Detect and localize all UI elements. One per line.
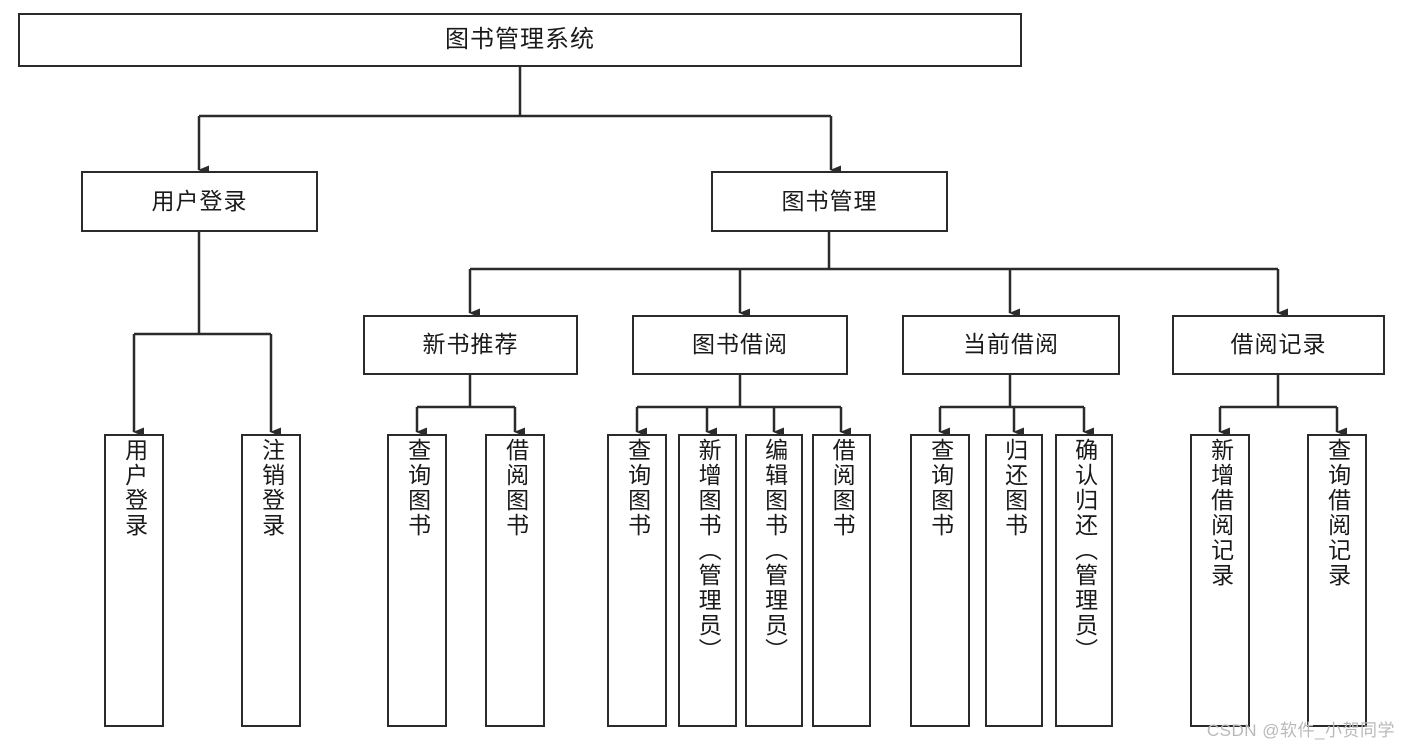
- node-current-borrowing[interactable]: 当前借阅: [902, 315, 1120, 375]
- node-user-login-label: 用户登录: [151, 187, 248, 214]
- leaf-borrow-book-newbook-label: 借阅图书: [502, 438, 529, 538]
- leaf-add-book-admin-label: 新增图书（管理员）: [695, 438, 722, 663]
- leaf-query-book-borrowing-label: 查询图书: [624, 438, 651, 538]
- leaf-add-book-admin[interactable]: 新增图书（管理员）: [678, 434, 737, 727]
- leaf-borrow-book-borrowing-label: 借阅图书: [829, 438, 856, 538]
- leaf-query-borrow-record[interactable]: 查询借阅记录: [1307, 434, 1367, 727]
- leaf-edit-book-admin-label: 编辑图书（管理员）: [761, 438, 788, 663]
- leaf-query-book-borrowing[interactable]: 查询图书: [607, 434, 667, 727]
- leaf-user-login[interactable]: 用户登录: [104, 434, 164, 727]
- node-new-book-recommendation-label: 新书推荐: [422, 331, 519, 358]
- node-root-label: 图书管理系统: [445, 25, 595, 53]
- leaf-user-login-label: 用户登录: [121, 438, 148, 538]
- leaf-return-book-label: 归还图书: [1001, 438, 1028, 538]
- leaf-add-borrow-record[interactable]: 新增借阅记录: [1190, 434, 1250, 727]
- csdn-watermark: CSDN @软件_小贺同学: [1206, 721, 1395, 740]
- node-borrowing-record[interactable]: 借阅记录: [1172, 315, 1385, 375]
- leaf-return-book[interactable]: 归还图书: [985, 434, 1043, 727]
- leaf-query-book-current[interactable]: 查询图书: [910, 434, 970, 727]
- node-book-borrowing-label: 图书借阅: [692, 331, 788, 358]
- node-borrowing-record-label: 借阅记录: [1230, 331, 1327, 358]
- node-book-borrowing[interactable]: 图书借阅: [632, 315, 848, 375]
- leaf-query-borrow-record-label: 查询借阅记录: [1324, 438, 1351, 588]
- node-new-book-recommendation[interactable]: 新书推荐: [363, 315, 578, 375]
- node-current-borrowing-label: 当前借阅: [963, 331, 1059, 358]
- node-root-book-management-system[interactable]: 图书管理系统: [18, 13, 1022, 67]
- leaf-edit-book-admin[interactable]: 编辑图书（管理员）: [745, 434, 803, 727]
- leaf-confirm-return-admin-label: 确认归还（管理员）: [1071, 438, 1098, 663]
- leaf-confirm-return-admin[interactable]: 确认归还（管理员）: [1055, 434, 1113, 727]
- leaf-query-book-newbook[interactable]: 查询图书: [387, 434, 447, 727]
- leaf-logout-label: 注销登录: [258, 438, 285, 538]
- node-user-login[interactable]: 用户登录: [81, 171, 318, 232]
- leaf-query-book-newbook-label: 查询图书: [404, 438, 431, 538]
- leaf-borrow-book-newbook[interactable]: 借阅图书: [485, 434, 545, 727]
- leaf-add-borrow-record-label: 新增借阅记录: [1207, 438, 1234, 588]
- node-book-management[interactable]: 图书管理: [711, 171, 948, 232]
- leaf-borrow-book-borrowing[interactable]: 借阅图书: [812, 434, 871, 727]
- node-book-management-label: 图书管理: [781, 187, 878, 214]
- leaf-query-book-current-label: 查询图书: [927, 438, 954, 538]
- leaf-logout[interactable]: 注销登录: [241, 434, 301, 727]
